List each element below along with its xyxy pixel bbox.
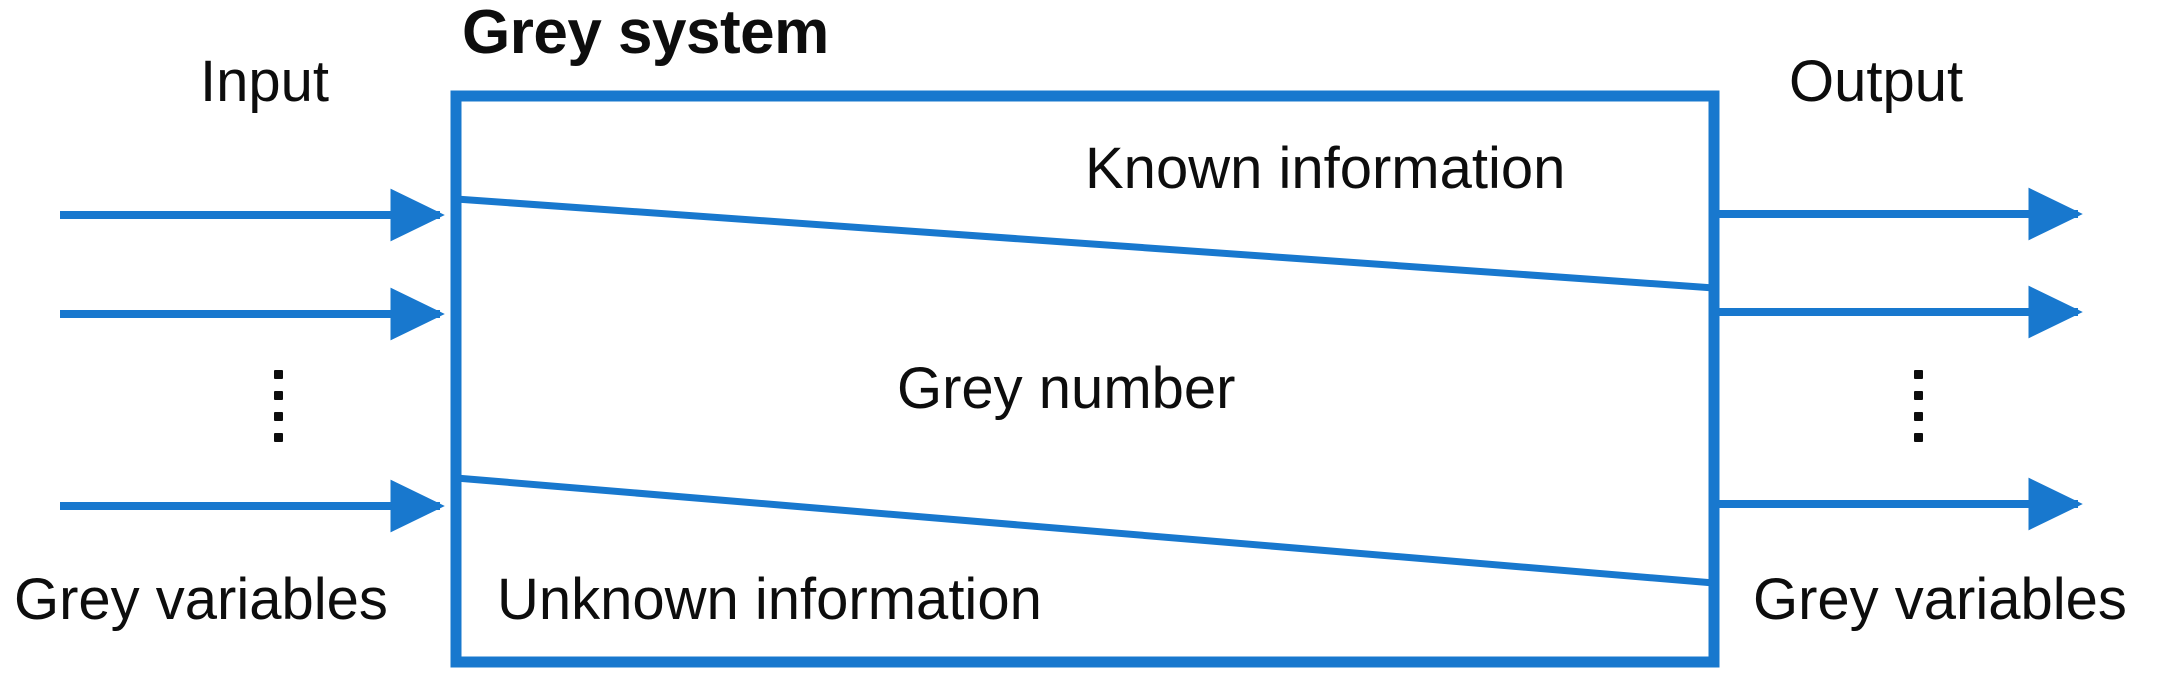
grey-system-box — [450, 90, 1720, 668]
ellipsis-dot — [273, 412, 283, 421]
grey-variables-output-label: Grey variables — [1753, 567, 2127, 632]
grey-number-label: Grey number — [897, 356, 1236, 421]
ellipsis-dot — [273, 433, 283, 442]
input-ellipsis-icon — [271, 370, 285, 442]
output-ellipsis-icon — [1911, 370, 1925, 442]
diagram-title: Grey system — [462, 0, 829, 67]
ellipsis-dot — [1913, 370, 1923, 379]
ellipsis-dot — [1913, 433, 1923, 442]
divider-known-grey — [455, 195, 1715, 292]
ellipsis-dot — [273, 391, 283, 400]
ellipsis-dot — [1913, 391, 1923, 400]
ellipsis-dot — [1913, 412, 1923, 421]
unknown-information-label: Unknown information — [497, 567, 1042, 632]
output-label: Output — [1789, 49, 1964, 114]
input-label: Input — [200, 49, 329, 114]
divider-grey-unknown — [455, 474, 1715, 587]
ellipsis-dot — [273, 370, 283, 379]
grey-variables-input-label: Grey variables — [14, 567, 388, 632]
known-information-label: Known information — [1085, 136, 1566, 201]
